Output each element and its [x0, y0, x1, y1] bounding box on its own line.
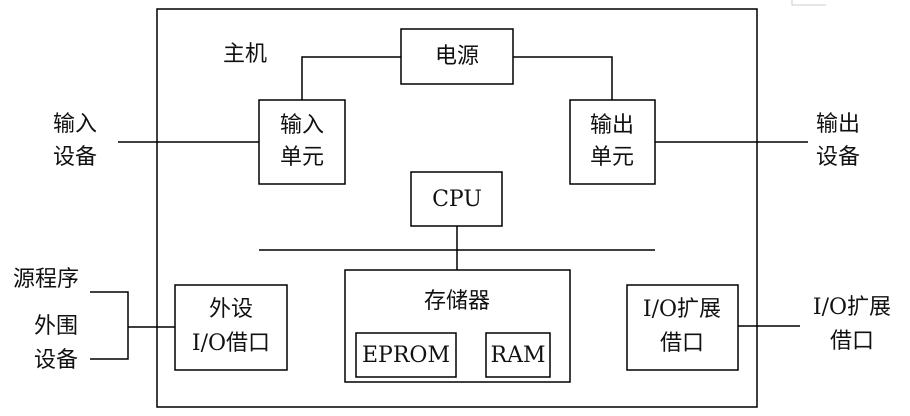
io-expansion-line1: I/O扩展 [643, 297, 721, 322]
io-expansion-ext-line1: I/O扩展 [813, 295, 891, 320]
host-label: 主机 [223, 42, 267, 67]
peripheral-io-line1: 外设 [209, 297, 253, 322]
output-unit-line1: 输出 [590, 113, 634, 138]
peripheral-io-line2: I/O借口 [192, 331, 270, 356]
power-lines [301, 56, 613, 100]
io-expansion-line2: 借口 [660, 331, 704, 356]
input-unit-line2: 单元 [280, 145, 324, 170]
peripheral-device-line1: 外围 [34, 314, 78, 339]
input-unit-line1: 输入 [280, 113, 324, 138]
source-program-label: 源程序 [13, 267, 79, 292]
io-expansion-ext-line2: 借口 [830, 329, 874, 354]
cpu-box [410, 171, 503, 227]
output-unit-line2: 单元 [590, 145, 634, 170]
cpu-label: CPU [432, 187, 482, 212]
peripheral-device-line2: 设备 [34, 348, 78, 373]
input-device-line1: 输入 [53, 112, 97, 137]
power-label: 电源 [435, 44, 479, 69]
corner-mark [791, 0, 826, 6]
peripheral-lines [90, 291, 175, 360]
ram-box [485, 332, 551, 378]
output-unit-box [569, 99, 656, 185]
ram-label: RAM [491, 343, 546, 368]
eprom-label: EPROM [362, 343, 450, 368]
system-bus [259, 226, 655, 270]
output-device-line2: 设备 [816, 145, 860, 170]
memory-label: 存储器 [424, 289, 490, 314]
output-device-line1: 输出 [816, 112, 860, 137]
input-device-line2: 设备 [53, 145, 97, 170]
peripheral-io-box [174, 284, 288, 371]
power-box [400, 28, 514, 85]
eprom-box [355, 332, 457, 378]
io-expansion-box [626, 284, 739, 371]
